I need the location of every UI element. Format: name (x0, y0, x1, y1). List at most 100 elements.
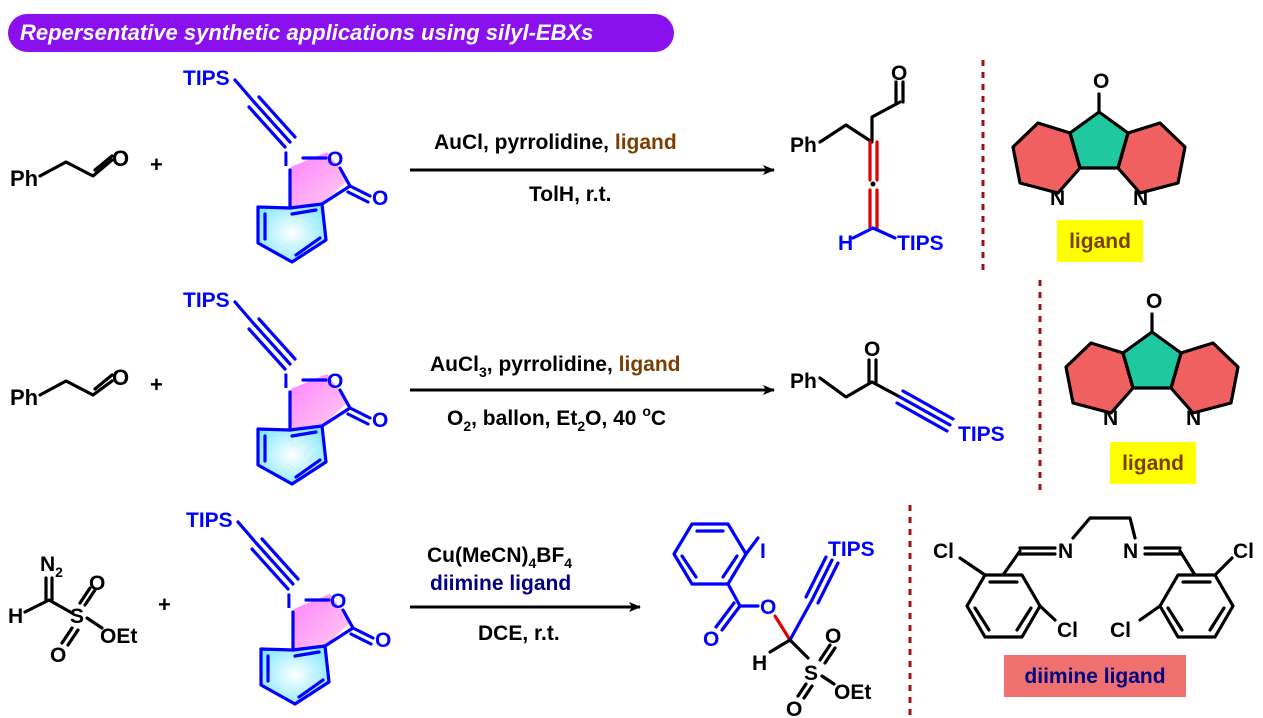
bond-alkyne-c (260, 537, 300, 581)
tips-ebx-3: TIPS I O O (186, 509, 391, 706)
bond-c-tips (871, 226, 897, 240)
bond-co-a (720, 604, 742, 632)
pyridine-right-fill (1171, 343, 1238, 413)
plus-sign: + (150, 152, 163, 177)
diimine-ligand-structure: Cl N N Cl Cl Cl diimine (933, 516, 1254, 697)
pyridine-left-fill (1013, 123, 1080, 193)
atom-n-left: N (1050, 187, 1065, 210)
atom-h: H (838, 232, 853, 255)
atom-i: I (760, 540, 766, 563)
allene-center (870, 181, 876, 187)
aryl-ring-left (965, 573, 1042, 639)
atom-n-left: N (1103, 407, 1118, 430)
bond-o-c-red (773, 614, 792, 642)
bond-alkyne-c (257, 95, 297, 139)
plus-sign: + (150, 372, 163, 397)
ligand-structure-1: O N N ligand (1011, 70, 1187, 262)
atom-o: O (864, 338, 880, 361)
atom-o: O (1146, 290, 1162, 313)
bond-so2-a (60, 626, 74, 645)
banner-background (8, 14, 674, 52)
bond-c-ar (320, 184, 352, 206)
pyridine-left (1064, 341, 1135, 415)
ligand-label-1: ligand (1069, 230, 1131, 253)
bond-ethylene (1071, 516, 1137, 540)
bond-ar-cl-3 (1038, 604, 1057, 622)
ynone-product: Ph O TIPS (790, 338, 1005, 446)
bond-ar-cl-2 (1213, 556, 1234, 577)
title-banner: Repersentative synthetic applications us… (8, 14, 674, 52)
atom-cl-4: Cl (1110, 619, 1131, 642)
bond-ar-co (726, 582, 742, 608)
bond-alkyne-a (898, 395, 952, 427)
bond-c-o-dbl-a (351, 626, 375, 640)
bond-co-b (714, 601, 736, 629)
bond-so2-b (66, 628, 80, 647)
conditions-bottom-2: O2, ballon, Et2O, 40 oC (447, 403, 666, 434)
ring-left-inner-3 (973, 606, 991, 632)
atom-o-carbonyl: O (703, 628, 719, 651)
atom-tips: TIPS (897, 232, 944, 255)
conditions-bottom-3: DCE, r.t. (478, 622, 560, 645)
bond-so2-a (796, 682, 808, 698)
bond-so-a (83, 588, 97, 607)
bond-c (23, 598, 74, 615)
bond-c-s (788, 638, 810, 660)
iodolone-ring-fill (290, 152, 348, 208)
atom-s: S (70, 605, 84, 628)
banner-title: Repersentative synthetic applications us… (20, 20, 593, 45)
pyridine-left-fill (1066, 343, 1133, 413)
cyclopentanone-ring (1121, 330, 1183, 390)
bond-si-c (233, 78, 256, 104)
bond-alkyne-a (252, 100, 292, 144)
bond-double (93, 373, 114, 391)
allene-product: Ph O H TIPS (790, 62, 944, 255)
bond-alkyne-c (257, 317, 297, 361)
atom-o-top: O (89, 572, 105, 595)
bond-s-oet (85, 616, 104, 630)
pyridine-right-fill (1118, 123, 1185, 193)
atom-o: O (891, 62, 907, 85)
iodolone-ring-fill (293, 594, 351, 650)
atom-ph: Ph (790, 134, 817, 157)
bond-ch-right (1178, 549, 1197, 577)
bond-alkyne-b (250, 547, 290, 591)
ring-inner-2 (721, 554, 739, 579)
ring-left-inner-2 (1015, 606, 1033, 632)
atom-o: O (112, 365, 129, 390)
atom-o-carbonyl: O (375, 629, 391, 652)
atom-s: S (804, 662, 818, 685)
atom-h: H (8, 605, 23, 628)
bond-alkyne-c (895, 401, 949, 433)
benzene-ring (256, 202, 328, 264)
atom-o-bottom: O (786, 698, 802, 718)
aryl-ring-right (1158, 573, 1235, 639)
conditions-bottom-1: TolH, r.t. (529, 183, 611, 206)
bond-c-o-dbl-a (348, 184, 372, 198)
benzene-ring (256, 424, 328, 486)
ligand-label-box-1 (1057, 220, 1143, 262)
iodolone-ring-fill (290, 374, 348, 430)
bond-alkyne-a (252, 322, 292, 366)
atom-h: H (752, 652, 767, 675)
bond-c-h (851, 226, 875, 240)
ester-product: I O O TIPS H S O O OEt (672, 522, 875, 718)
bond-alkyne-b (901, 389, 955, 421)
atom-oet: OEt (834, 681, 871, 704)
bond-so-b (823, 646, 837, 665)
atom-cl-1: Cl (933, 540, 954, 563)
atom-o-ring: O (327, 148, 343, 171)
ring-inner-3 (680, 554, 698, 579)
atom-n-right: N (1186, 407, 1201, 430)
atom-n2: N2 (40, 553, 63, 580)
bond-alkyne-c (816, 561, 840, 605)
cyclopentanone-fill (1070, 112, 1128, 168)
atom-o-carbonyl: O (372, 187, 388, 210)
phenylacetaldehyde-2: Ph O (10, 365, 129, 410)
bond-c-o-dbl-b (349, 632, 373, 646)
reaction-2: Ph O + TIPS I O O (10, 289, 1240, 486)
benzene-inner-3 (290, 208, 318, 216)
atom-cl-3: Cl (1057, 619, 1078, 642)
atom-tips: TIPS (183, 289, 230, 312)
bond-o-c (341, 608, 355, 630)
